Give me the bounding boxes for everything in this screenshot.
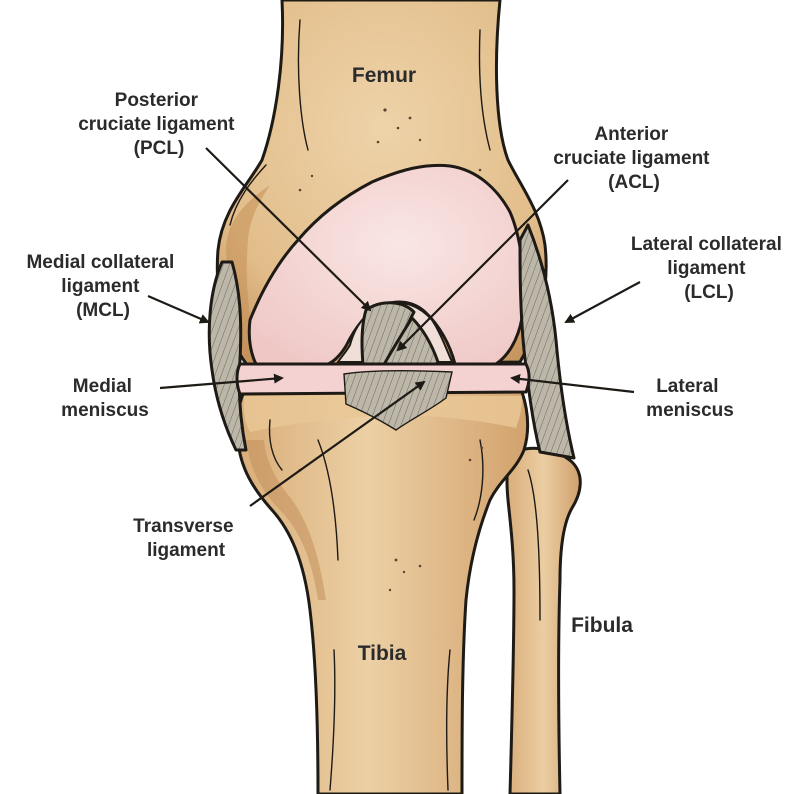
mcl-pointer bbox=[147, 294, 210, 324]
transverse-ligament-pointer bbox=[249, 380, 426, 507]
pointer-lines bbox=[147, 147, 641, 507]
label-acl: Anterior cruciate ligament (ACL) bbox=[553, 124, 715, 193]
label-lateral-meniscus: Lateral meniscus bbox=[646, 376, 734, 421]
pcl-pointer bbox=[205, 147, 372, 312]
label-femur: Femur bbox=[352, 64, 416, 87]
acl-pointer bbox=[396, 179, 569, 352]
label-fibula: Fibula bbox=[571, 614, 633, 637]
lcl-pointer bbox=[564, 281, 641, 323]
label-tibia: Tibia bbox=[358, 642, 407, 665]
medial-collateral-ligament bbox=[207, 260, 248, 452]
label-pcl: Posterior cruciate ligament (PCL) bbox=[78, 90, 240, 159]
fibula-bone bbox=[505, 446, 582, 794]
tibia-bone bbox=[235, 390, 530, 794]
medial-meniscus-pointer bbox=[159, 373, 284, 390]
lateral-collateral-ligament bbox=[518, 223, 576, 460]
label-transverse-ligament: Transverse ligament bbox=[133, 516, 239, 561]
label-mcl: Medial collateral ligament (MCL) bbox=[26, 252, 179, 321]
lateral-meniscus-pointer bbox=[510, 373, 635, 394]
label-medial-meniscus: Medial meniscus bbox=[61, 376, 149, 421]
label-lcl: Lateral collateral ligament (LCL) bbox=[631, 234, 787, 303]
